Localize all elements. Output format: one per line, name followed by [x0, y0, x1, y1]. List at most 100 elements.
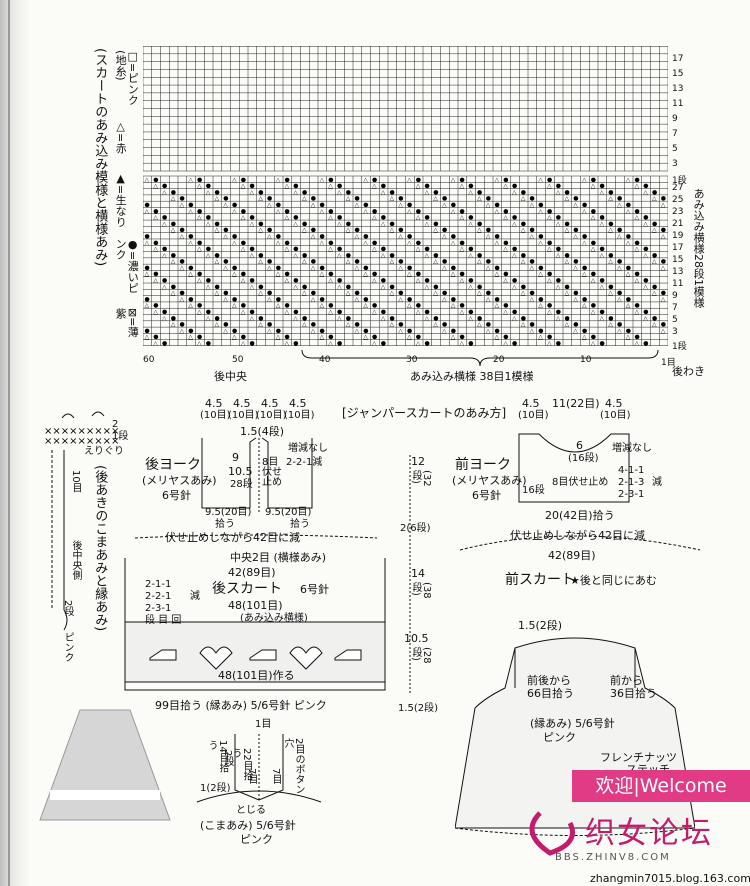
- svg-text:●: ●: [600, 309, 605, 316]
- svg-text:●: ●: [433, 252, 438, 259]
- svg-text:△: △: [451, 334, 456, 341]
- placket-left7: 7目: [246, 768, 257, 785]
- front-yoke-stitch: (メリヤスあみ): [452, 474, 527, 487]
- svg-text:△: △: [302, 195, 307, 202]
- svg-text:●: ●: [363, 296, 368, 303]
- placket-color: ピンク: [240, 833, 273, 846]
- svg-text:●: ●: [591, 176, 596, 183]
- svg-text:△: △: [267, 296, 272, 303]
- svg-text:●: ●: [600, 246, 605, 253]
- svg-text:●: ●: [530, 321, 535, 328]
- svg-text:△: △: [311, 264, 316, 271]
- svg-text:△: △: [608, 227, 613, 234]
- svg-text:△: △: [652, 227, 657, 234]
- svg-text:●: ●: [442, 290, 447, 297]
- svg-text:●: ●: [311, 227, 316, 234]
- svg-text:△: △: [433, 258, 438, 265]
- svg-text:△: △: [425, 220, 430, 227]
- svg-text:△: △: [145, 176, 150, 183]
- svg-text:△: △: [267, 327, 272, 334]
- svg-text:△: △: [293, 252, 298, 259]
- svg-text:●: ●: [565, 220, 570, 227]
- svg-text:△: △: [320, 176, 325, 183]
- svg-text:△: △: [530, 327, 535, 334]
- svg-text:●: ●: [556, 340, 561, 346]
- svg-text:●: ●: [521, 189, 526, 196]
- svg-text:●: ●: [521, 315, 526, 322]
- svg-text:△: △: [188, 176, 193, 183]
- back-yoke-inc: 増減なし: [288, 443, 328, 454]
- svg-text:●: ●: [293, 309, 298, 316]
- svg-text:△: △: [591, 246, 596, 253]
- svg-text:△: △: [495, 302, 500, 309]
- svg-text:△: △: [276, 302, 281, 309]
- svg-text:△: △: [328, 309, 333, 316]
- svg-text:●: ●: [372, 302, 377, 309]
- svg-text:△: △: [390, 321, 395, 328]
- svg-text:△: △: [407, 334, 412, 341]
- svg-text:●: ●: [626, 264, 631, 271]
- svg-text:△: △: [512, 252, 517, 259]
- edging-2dan: 2段: [62, 600, 73, 617]
- svg-text:△: △: [635, 309, 640, 316]
- svg-text:△: △: [635, 246, 640, 253]
- svg-text:△: △: [145, 239, 150, 246]
- svg-text:△: △: [320, 271, 325, 278]
- svg-text:△: △: [328, 277, 333, 284]
- front-yoke-bind: 8目伏せ止め: [552, 477, 609, 488]
- svg-text:△: △: [433, 321, 438, 328]
- svg-text:●: ●: [180, 321, 185, 328]
- svg-text:●: ●: [241, 334, 246, 341]
- svg-text:△: △: [486, 327, 491, 334]
- svg-text:△: △: [538, 334, 543, 341]
- svg-text:●: ●: [600, 214, 605, 221]
- svg-text:△: △: [468, 283, 473, 290]
- svg-text:●: ●: [206, 183, 211, 190]
- legend-item-red: △=赤: [114, 120, 128, 154]
- svg-text:●: ●: [171, 252, 176, 259]
- svg-text:●: ●: [206, 277, 211, 284]
- svg-text:●: ●: [591, 334, 596, 341]
- svg-text:△: △: [372, 340, 377, 346]
- svg-text:●: ●: [486, 290, 491, 297]
- back-yoke-shape: [201, 437, 313, 514]
- svg-text:●: ●: [363, 233, 368, 240]
- front-yoke-dec2: 2-1-3: [618, 477, 645, 488]
- svg-text:●: ●: [363, 201, 368, 208]
- svg-text:△: △: [206, 315, 211, 322]
- svg-text:●: ●: [416, 239, 421, 246]
- svg-text:●: ●: [460, 208, 465, 215]
- svg-text:●: ●: [145, 264, 150, 271]
- svg-text:△: △: [363, 208, 368, 215]
- back-skirt-row-label: 段 目 回: [145, 615, 182, 626]
- svg-text:△: △: [425, 252, 430, 259]
- svg-text:●: ●: [530, 258, 535, 265]
- svg-text:●: ●: [398, 258, 403, 265]
- back-skirt-dec-word: 減: [190, 591, 200, 602]
- svg-text:△: △: [258, 321, 263, 328]
- svg-text:△: △: [495, 239, 500, 246]
- svg-text:●: ●: [276, 233, 281, 240]
- svg-text:●: ●: [503, 176, 508, 183]
- svg-text:△: △: [232, 334, 237, 341]
- svg-text:●: ●: [171, 189, 176, 196]
- welcome-banner: 欢迎|Welcome: [572, 770, 750, 802]
- svg-text:●: ●: [565, 315, 570, 322]
- svg-text:●: ●: [197, 208, 202, 215]
- svg-text:△: △: [232, 176, 237, 183]
- svg-text:△: △: [521, 290, 526, 297]
- svg-text:●: ●: [267, 321, 272, 328]
- edging-10me: 10目: [70, 470, 81, 493]
- svg-text:△: △: [355, 264, 360, 271]
- svg-text:△: △: [372, 309, 377, 316]
- svg-text:●: ●: [180, 290, 185, 297]
- svg-text:×××××××××: ×××××××××: [44, 436, 119, 447]
- svg-text:△: △: [320, 334, 325, 341]
- svg-text:△: △: [258, 290, 263, 297]
- back-skirt-w48: 48(101目): [228, 599, 283, 612]
- svg-text:●: ●: [416, 271, 421, 278]
- svg-text:△: △: [477, 258, 482, 265]
- legend-item-pink: □=ピンク(地糸): [114, 50, 140, 106]
- back-yoke-h1: 9: [232, 451, 239, 464]
- placket-right7: 7目: [270, 768, 281, 785]
